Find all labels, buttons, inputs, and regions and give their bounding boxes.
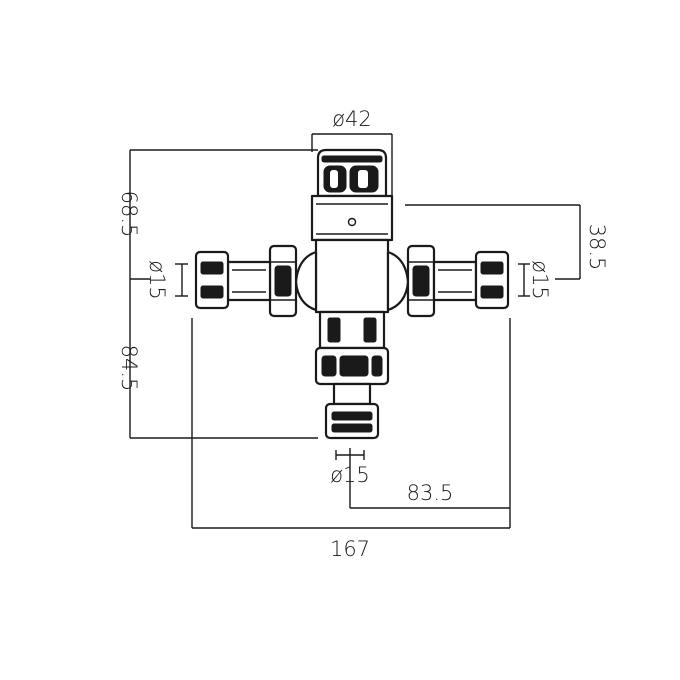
- bottom-nut-shade-1: [321, 355, 337, 377]
- right-inlet-fitting: [406, 244, 510, 318]
- left-comp-shade-1: [200, 261, 224, 275]
- control-knob: [316, 148, 388, 198]
- knob-top-band: [321, 155, 383, 163]
- label-top-offset: 38.5: [585, 224, 609, 271]
- label-half-width: 83.5: [407, 481, 454, 505]
- right-compression-nut: [474, 250, 510, 310]
- left-nut-shade: [274, 265, 292, 297]
- bottom-nut-shade-3: [371, 355, 383, 377]
- bottom-body-shade-2: [363, 317, 377, 343]
- bottom-comp-shade-1: [331, 411, 373, 421]
- knob-highlight-right: [358, 170, 368, 188]
- head-indicator-dot: [347, 217, 357, 227]
- right-nut-shade: [412, 265, 430, 297]
- label-left-inlet: ø15: [145, 260, 169, 300]
- bottom-nut-shade-2: [339, 355, 369, 377]
- left-inlet-fitting: [194, 244, 298, 318]
- label-total-height: 68.5: [117, 191, 141, 238]
- bottom-outlet: [314, 310, 390, 440]
- right-boss: [386, 250, 410, 312]
- bottom-comp-shade-2: [331, 423, 373, 433]
- right-pipe: [432, 260, 478, 302]
- dimension-lines: [129, 133, 581, 529]
- left-boss: [294, 250, 318, 312]
- bottom-compression-nut: [324, 402, 380, 440]
- right-comp-shade-2: [480, 285, 504, 299]
- left-pipe: [226, 260, 272, 302]
- label-top-diameter: ø42: [332, 107, 372, 131]
- bottom-pipe: [332, 382, 372, 406]
- knob-highlight-left: [330, 170, 338, 188]
- left-compression-nut: [194, 250, 230, 310]
- valve-body: [194, 148, 510, 440]
- body-center: [314, 238, 390, 314]
- left-comp-shade-2: [200, 285, 224, 299]
- right-comp-shade-1: [480, 261, 504, 275]
- dimension-labels: ø42 68.5 38.5 ø15 ø15 84.5 ø15 83.5 167: [117, 107, 609, 561]
- valve-head: [310, 194, 394, 242]
- label-bottom-outlet: ø15: [330, 463, 370, 487]
- label-right-inlet: ø15: [528, 260, 552, 300]
- label-total-width: 167: [330, 537, 370, 561]
- bottom-body-shade-1: [327, 317, 341, 343]
- label-lower-height: 84.5: [117, 345, 141, 392]
